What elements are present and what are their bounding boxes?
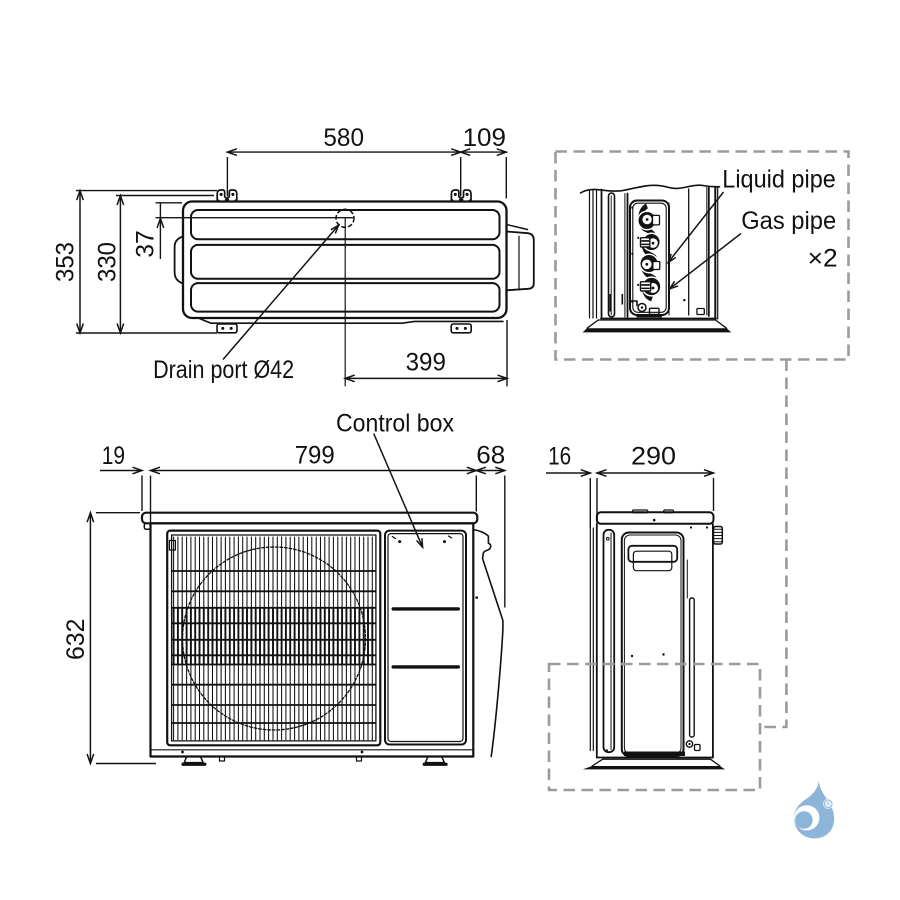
pipe-detail-view xyxy=(579,184,742,333)
dim-290: 290 xyxy=(631,443,676,471)
dim-399: 399 xyxy=(406,349,446,377)
control-box-label: Control box xyxy=(336,410,454,438)
fan-grille xyxy=(166,529,382,747)
dim-580: 580 xyxy=(323,124,364,152)
dim-19: 19 xyxy=(102,442,125,470)
logo-ball xyxy=(795,811,813,829)
gas-pipe-label: Gas pipe xyxy=(741,207,836,235)
dim-353: 353 xyxy=(52,242,80,282)
detail-frame-dashed xyxy=(554,150,850,361)
detail-connector-dashed xyxy=(760,359,788,729)
dim-68: 68 xyxy=(476,441,505,469)
water-drop-logo: ® xyxy=(794,781,835,839)
drain-port-label: Drain port Ø42 xyxy=(153,356,294,384)
side-view xyxy=(546,294,726,770)
control-box-panel xyxy=(384,529,467,746)
dim-37: 37 xyxy=(132,230,160,258)
dim-109: 109 xyxy=(463,124,506,152)
dim-330: 330 xyxy=(94,242,122,282)
dim-16: 16 xyxy=(548,443,571,471)
liquid-pipe-label: Liquid pipe xyxy=(722,166,836,194)
detail-links xyxy=(547,150,850,792)
qty-label: ×2 xyxy=(808,245,838,273)
side-zoom-region-dashed xyxy=(547,662,762,792)
front-view xyxy=(86,433,508,766)
top-view xyxy=(75,148,535,387)
dim-799: 799 xyxy=(295,441,335,469)
dim-632: 632 xyxy=(62,619,90,661)
fan-circle xyxy=(181,546,367,731)
registered-mark: ® xyxy=(825,800,831,809)
